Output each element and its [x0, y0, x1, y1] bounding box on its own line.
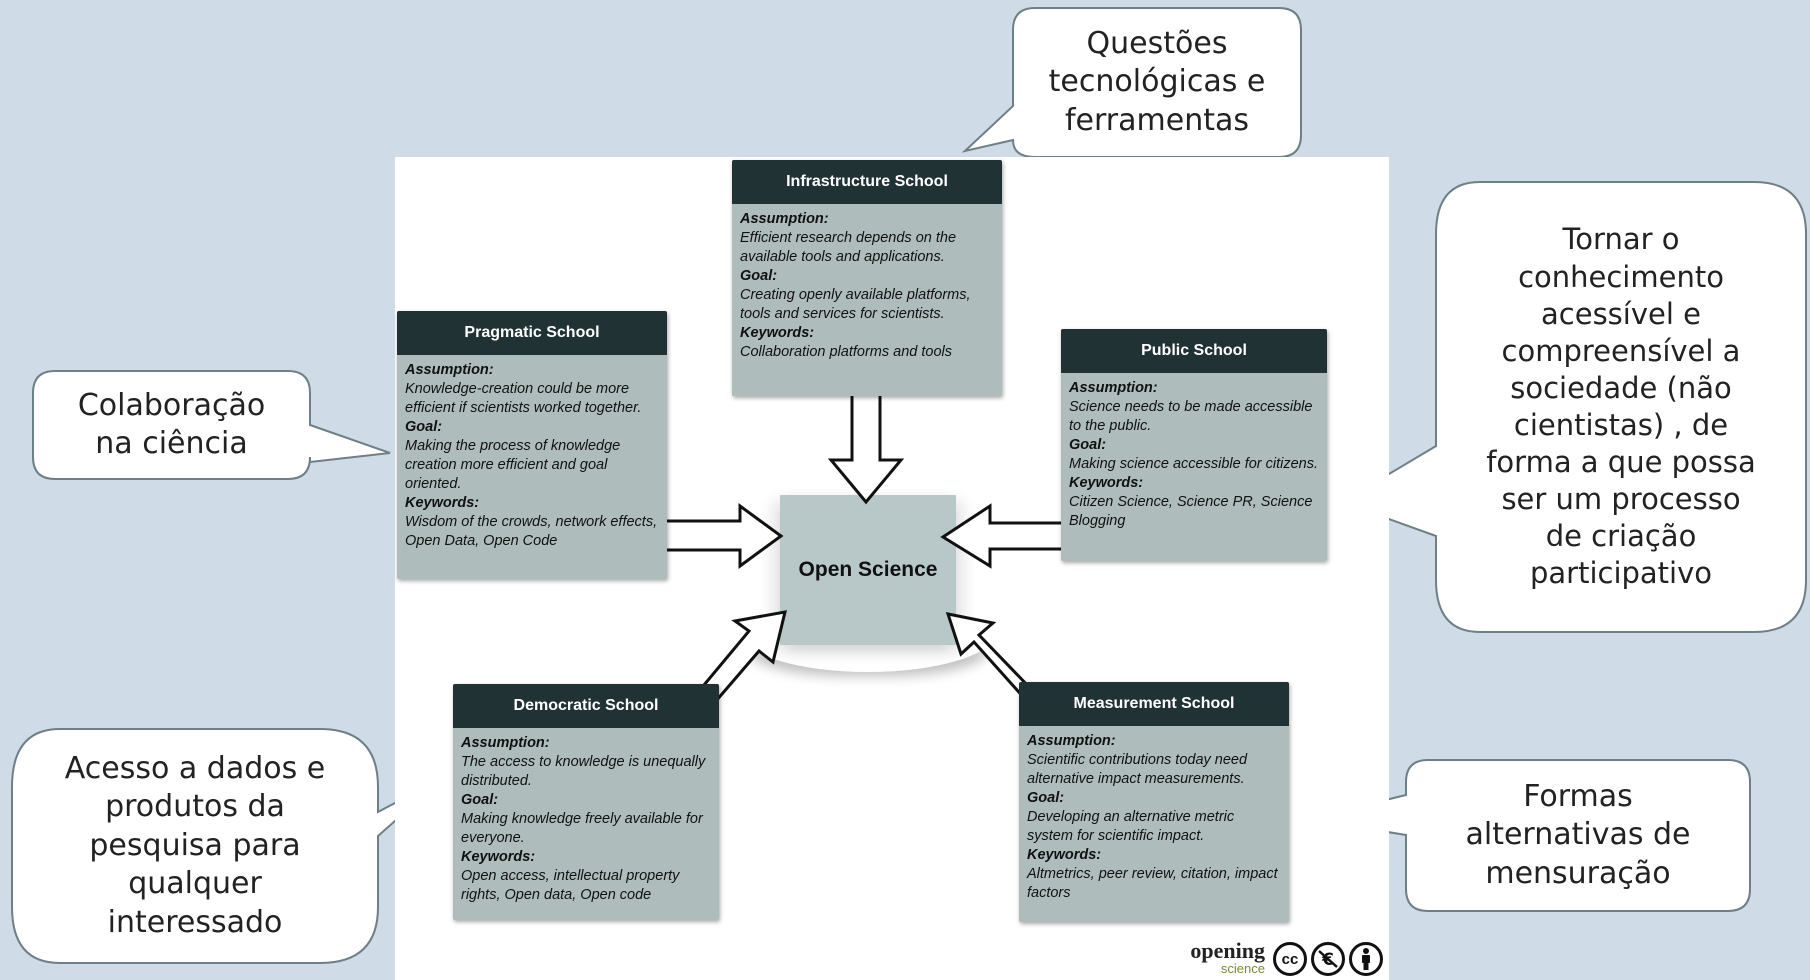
school-card-measurement: Measurement School Assumption: Scientifi… — [1019, 682, 1289, 922]
logo-sub-text: science — [1220, 960, 1265, 976]
goal-text: Developing an alternative metric system … — [1027, 809, 1235, 844]
keywords-label: Keywords: — [740, 325, 815, 341]
callout-measure-bubble — [1307, 759, 1751, 912]
assumption-label: Assumption: — [405, 362, 494, 378]
school-title: Infrastructure School — [732, 160, 1002, 204]
opening-science-logo: opening science — [1190, 939, 1265, 976]
goal-text: Making the process of knowledge creation… — [405, 438, 621, 492]
callout-collab-bubble — [32, 370, 391, 480]
goal-label: Goal: — [1069, 437, 1107, 453]
callout-access-text: Acesso a dados e produtos da pesquisa pa… — [64, 751, 326, 940]
goal-text: Making science accessible for citizens. — [1069, 456, 1319, 472]
callout-public-bubble — [1339, 181, 1807, 633]
assumption-text: Knowledge-creation could be more efficie… — [405, 381, 642, 416]
non-commercial-icon: € — [1311, 942, 1345, 976]
attribution-icon — [1349, 942, 1383, 976]
assumption-label: Assumption: — [1027, 733, 1116, 749]
assumption-text: Scientific contributions today need alte… — [1027, 752, 1248, 787]
callout-access-bubble — [11, 728, 447, 964]
school-title: Pragmatic School — [397, 311, 667, 355]
callout-measure-text: Formas alternativas de mensuração — [1465, 778, 1691, 891]
callout-public-text: Tornar o conhecimento acessível e compre… — [1486, 222, 1756, 591]
keywords-text: Collaboration platforms and tools — [740, 344, 952, 360]
keywords-label: Keywords: — [461, 849, 536, 865]
arrow-from-infrastructure — [827, 381, 905, 505]
keywords-label: Keywords: — [1027, 847, 1102, 863]
open-science-box: Open Science — [780, 495, 956, 645]
goal-label: Goal: — [461, 792, 499, 808]
logo-main-text: opening — [1190, 937, 1265, 963]
assumption-text: The access to knowledge is unequally dis… — [461, 754, 706, 789]
assumption-label: Assumption: — [740, 211, 829, 227]
callout-collab-text: Colaboração na ciência — [77, 387, 266, 461]
opening-science-brand: opening science cc € — [1190, 939, 1383, 976]
open-science-label: Open Science — [798, 558, 938, 581]
school-title: Democratic School — [453, 684, 719, 728]
school-card-democratic: Democratic School Assumption: The access… — [453, 684, 719, 920]
goal-label: Goal: — [740, 268, 778, 284]
keywords-text: Citizen Science, Science PR, Science Blo… — [1069, 494, 1313, 529]
arrow-from-public — [940, 503, 1073, 569]
keywords-label: Keywords: — [405, 495, 480, 511]
arrow-from-pragmatic — [659, 503, 784, 569]
assumption-text: Science needs to be made accessible to t… — [1069, 399, 1313, 434]
cc-icon: cc — [1273, 942, 1307, 976]
arrows-layer — [659, 381, 1073, 711]
open-science-figure: Open Science Infrastructure School Assum… — [395, 157, 1389, 980]
goal-label: Goal: — [405, 419, 443, 435]
goal-text: Creating openly available platforms, too… — [740, 287, 971, 322]
goal-label: Goal: — [1027, 790, 1065, 806]
school-title: Measurement School — [1019, 682, 1289, 726]
school-card-pragmatic: Pragmatic School Assumption: Knowledge-c… — [397, 311, 667, 579]
cc-icon-text: cc — [1281, 950, 1299, 968]
goal-text: Making knowledge freely available for ev… — [461, 811, 703, 846]
school-card-infrastructure: Infrastructure School Assumption: Effici… — [732, 160, 1002, 396]
school-card-public: Public School Assumption: Science needs … — [1061, 329, 1327, 561]
school-title: Public School — [1061, 329, 1327, 373]
keywords-text: Wisdom of the crowds, network effects, O… — [405, 514, 658, 549]
assumption-label: Assumption: — [1069, 380, 1158, 396]
arrow-from-measurement — [945, 612, 1035, 703]
keywords-text: Altmetrics, peer review, citation, impac… — [1027, 866, 1278, 901]
assumption-label: Assumption: — [461, 735, 550, 751]
callout-tech-text: Questões tecnológicas e ferramentas — [1048, 25, 1266, 138]
assumption-text: Efficient research depends on the availa… — [740, 230, 957, 265]
keywords-label: Keywords: — [1069, 475, 1144, 491]
keywords-text: Open access, intellectual property right… — [461, 868, 680, 903]
